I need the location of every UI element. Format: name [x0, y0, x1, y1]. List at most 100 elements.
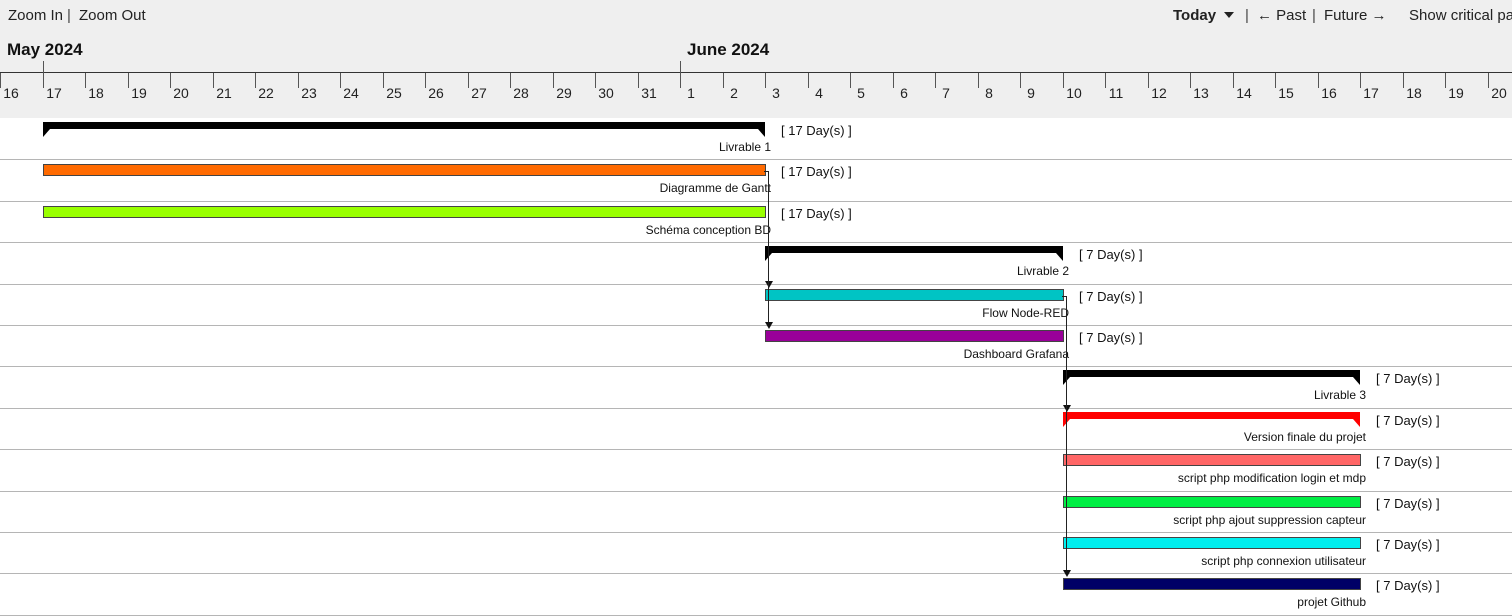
row-divider	[0, 366, 1512, 367]
summary-cap-left	[43, 129, 50, 137]
task-bar[interactable]	[1063, 454, 1361, 466]
zoom-out-button[interactable]: Zoom Out	[79, 7, 146, 24]
day-tick	[595, 73, 596, 88]
day-tick	[1148, 73, 1149, 88]
day-label: 23	[301, 85, 317, 101]
task-bar[interactable]	[765, 330, 1064, 342]
day-tick	[1403, 73, 1404, 88]
day-label: 16	[1321, 85, 1337, 101]
row-divider	[0, 242, 1512, 243]
day-label: 2	[730, 85, 738, 101]
day-label: 30	[598, 85, 614, 101]
row-divider	[0, 573, 1512, 574]
day-tick	[128, 73, 129, 88]
task-duration: [ 7 Day(s) ]	[1376, 578, 1440, 593]
day-tick	[468, 73, 469, 88]
day-label: 31	[641, 85, 657, 101]
dependency-arrow-icon	[1063, 405, 1071, 412]
day-label: 16	[3, 85, 19, 101]
task-duration: [ 7 Day(s) ]	[1376, 496, 1440, 511]
month-label-june: June 2024	[687, 40, 770, 59]
task-label: Diagramme de Gantt	[659, 181, 771, 195]
day-tick	[553, 73, 554, 88]
day-tick	[1063, 73, 1064, 88]
day-label: 8	[985, 85, 993, 101]
task-duration: [ 7 Day(s) ]	[1079, 330, 1143, 345]
day-tick	[893, 73, 894, 88]
dependency-arrow-icon	[1063, 570, 1071, 577]
summary-bar[interactable]	[1063, 412, 1360, 419]
day-label: 26	[428, 85, 444, 101]
summary-bar[interactable]	[43, 122, 765, 129]
day-tick	[765, 73, 766, 88]
day-label: 17	[46, 85, 62, 101]
day-label: 19	[131, 85, 147, 101]
day-tick	[1445, 73, 1446, 88]
task-bar[interactable]	[765, 289, 1064, 301]
day-label: 20	[173, 85, 189, 101]
day-label: 19	[1448, 85, 1464, 101]
task-label: script php connexion utilisateur	[1201, 554, 1366, 568]
day-tick	[638, 73, 639, 88]
today-label: Today	[1173, 7, 1217, 24]
day-label: 11	[1108, 85, 1124, 101]
day-tick	[1105, 73, 1106, 88]
dependency-line	[768, 171, 769, 326]
day-tick	[1233, 73, 1234, 88]
day-label: 21	[216, 85, 232, 101]
day-tick	[383, 73, 384, 88]
task-duration: [ 17 Day(s) ]	[781, 164, 852, 179]
day-label: 20	[1491, 85, 1507, 101]
task-bar[interactable]	[1063, 496, 1361, 508]
summary-cap-right	[1353, 419, 1360, 427]
dependency-line	[1066, 296, 1067, 574]
task-bar[interactable]	[43, 206, 766, 218]
zoom-in-button[interactable]: Zoom In	[8, 7, 64, 24]
month-label-may: May 2024	[7, 40, 83, 59]
row-divider	[0, 159, 1512, 160]
past-button[interactable]: ← Past	[1257, 7, 1307, 24]
dependency-arrow-icon	[765, 281, 773, 288]
row-divider	[0, 449, 1512, 450]
toolbar-separator: |	[1312, 7, 1316, 24]
task-duration: [ 7 Day(s) ]	[1376, 413, 1440, 428]
task-bar[interactable]	[1063, 537, 1361, 549]
summary-cap-right	[1353, 377, 1360, 385]
future-button[interactable]: Future →	[1324, 7, 1387, 24]
gantt-rows: Livrable 1 [ 17 Day(s) ] Diagramme de Gant…	[0, 118, 1512, 616]
task-duration: [ 17 Day(s) ]	[781, 123, 852, 138]
day-label: 7	[942, 85, 950, 101]
day-tick	[425, 73, 426, 88]
task-duration: [ 7 Day(s) ]	[1376, 454, 1440, 469]
summary-cap-right	[758, 129, 765, 137]
day-label: 22	[258, 85, 274, 101]
row-divider	[0, 532, 1512, 533]
task-duration: [ 7 Day(s) ]	[1079, 247, 1143, 262]
day-tick	[510, 73, 511, 88]
task-bar[interactable]	[1063, 578, 1361, 590]
day-label: 25	[386, 85, 402, 101]
day-tick	[723, 73, 724, 88]
task-duration: [ 17 Day(s) ]	[781, 206, 852, 221]
task-duration: [ 7 Day(s) ]	[1376, 537, 1440, 552]
day-label: 3	[772, 85, 780, 101]
day-tick	[978, 73, 979, 88]
task-label: Schéma conception BD	[645, 223, 771, 237]
day-label: 17	[1363, 85, 1379, 101]
day-label: 27	[471, 85, 487, 101]
task-duration: [ 7 Day(s) ]	[1079, 289, 1143, 304]
day-tick	[0, 73, 1, 88]
toolbar-separator: |	[67, 7, 71, 24]
day-tick	[850, 73, 851, 88]
day-tick	[808, 73, 809, 88]
today-dropdown[interactable]: Today	[1173, 7, 1235, 24]
summary-bar[interactable]	[765, 246, 1063, 253]
task-bar[interactable]	[43, 164, 766, 176]
summary-bar[interactable]	[1063, 370, 1360, 377]
row-divider	[0, 408, 1512, 409]
day-tick	[255, 73, 256, 88]
row-divider	[0, 491, 1512, 492]
task-label: Livrable 1	[718, 140, 771, 154]
day-label: 5	[857, 85, 865, 101]
show-critical-path-button[interactable]: Show critical pa	[1409, 7, 1512, 24]
